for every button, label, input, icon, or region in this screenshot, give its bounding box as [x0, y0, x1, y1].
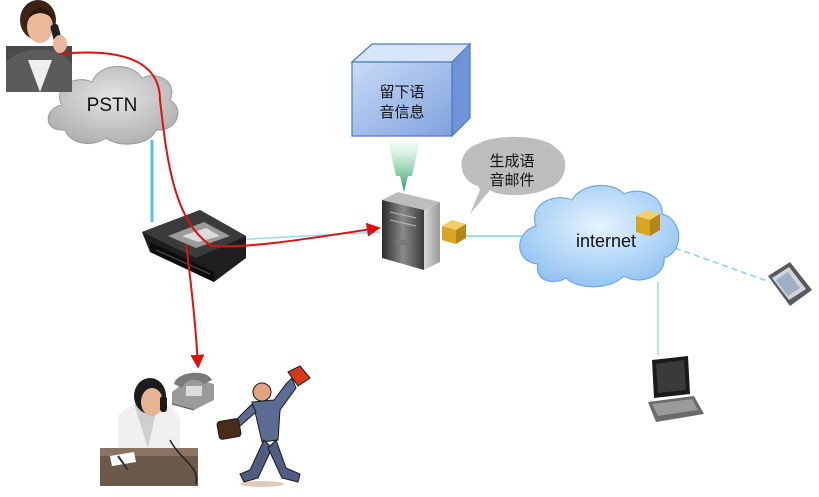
generate-voice-mail-bubble: 生成语 音邮件 [461, 136, 566, 214]
desk-phone-icon [171, 372, 214, 411]
package-icon [442, 220, 466, 244]
call-flow-arrows [59, 51, 381, 369]
internet-label: internet [576, 231, 636, 251]
voicemail-server-icon [382, 192, 440, 270]
pstn-label: PSTN [87, 95, 138, 116]
beam-arrow-icon [388, 140, 420, 192]
link-gateway-server [231, 231, 381, 241]
internet-cloud-icon: internet [519, 184, 680, 288]
businessman-running-icon [216, 365, 311, 487]
link-internet-pda [674, 247, 771, 283]
caller-woman-icon [6, 0, 72, 92]
pstn-cloud-icon: PSTN [47, 65, 179, 145]
network-links [150, 140, 771, 355]
laptop-icon [648, 356, 704, 422]
office-woman-phone-icon [100, 378, 198, 486]
flow-caller-to-server [59, 51, 381, 248]
leave-voice-message-box: 留下语 音信息 [350, 42, 472, 138]
pda-icon [768, 262, 812, 306]
fax-gateway-device-icon [142, 210, 246, 282]
bubble-line1: 生成语 [489, 153, 534, 170]
bubble-line2: 音邮件 [489, 172, 534, 189]
package-icon [636, 210, 660, 236]
voicemail-box-line1: 留下语 [379, 84, 424, 101]
voicemail-box-line2: 音信息 [379, 104, 424, 121]
flow-gateway-to-office [185, 243, 205, 369]
